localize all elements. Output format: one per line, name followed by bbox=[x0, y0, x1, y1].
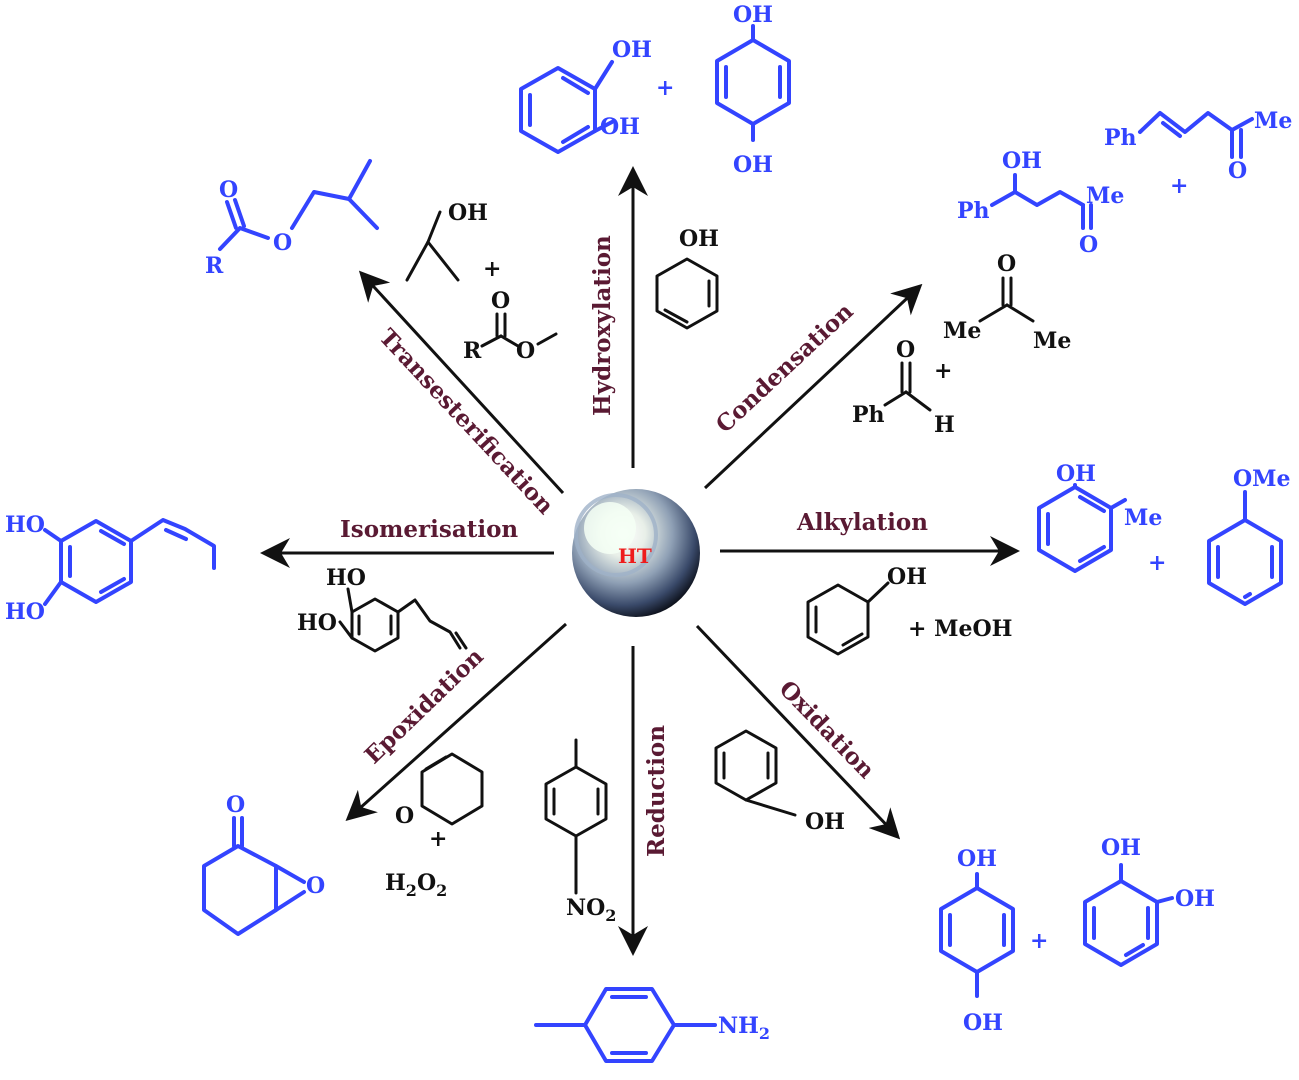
product-o-cresol: OH Me bbox=[1037, 461, 1162, 573]
label-hydroxylation: Hydroxylation bbox=[589, 235, 616, 416]
product-aldol-condensation: OH Ph Me O bbox=[957, 148, 1124, 258]
svg-text:O: O bbox=[896, 337, 915, 363]
svg-text:OH: OH bbox=[612, 37, 652, 63]
reactant-acetone: O Me Me bbox=[943, 251, 1071, 354]
reactant-cyclohexenone: O bbox=[395, 752, 484, 829]
svg-text:OH: OH bbox=[1101, 835, 1141, 861]
product-hydroquinone-top: OH OH bbox=[715, 2, 791, 178]
label-condensation: Condensation bbox=[711, 298, 859, 439]
product-anisole: OMe bbox=[1207, 466, 1291, 606]
svg-text:OH: OH bbox=[957, 846, 997, 872]
label-isomerisation: Isomerisation bbox=[340, 516, 518, 543]
arrow-condensation bbox=[703, 283, 923, 490]
svg-text:Me: Me bbox=[943, 318, 981, 344]
ht-label: HT bbox=[618, 544, 652, 568]
reaction-arrows bbox=[260, 166, 1020, 956]
reactant-p-nitrotoluene: NO2 bbox=[544, 738, 616, 925]
svg-text:Me: Me bbox=[1124, 505, 1162, 531]
reactant-phenol-hydroxylation: OH bbox=[655, 226, 719, 330]
svg-text:Ph: Ph bbox=[1104, 125, 1137, 151]
svg-text:OH: OH bbox=[1056, 461, 1096, 487]
svg-text:Me: Me bbox=[1033, 328, 1071, 354]
svg-text:OH: OH bbox=[887, 564, 927, 590]
ht-catalyst-sphere: HT bbox=[572, 489, 700, 617]
svg-text:HO: HO bbox=[297, 610, 337, 636]
label-reduction: Reduction bbox=[643, 725, 670, 857]
arrow-transesterification bbox=[358, 270, 565, 495]
svg-text:HO: HO bbox=[5, 599, 45, 625]
svg-text:O: O bbox=[1228, 158, 1247, 184]
svg-text:Ph: Ph bbox=[852, 402, 885, 428]
product-hydroquinone-oxidation: OH OH bbox=[939, 846, 1015, 1036]
svg-text:OH: OH bbox=[1002, 148, 1042, 174]
h2o2-label: H2O2 bbox=[385, 870, 447, 900]
svg-text:R: R bbox=[463, 338, 482, 364]
reactant-allyl-catechol: HO HO bbox=[297, 565, 468, 653]
plus-condensation: + bbox=[1170, 173, 1188, 199]
svg-text:HO: HO bbox=[326, 565, 366, 591]
svg-text:OH: OH bbox=[600, 114, 640, 140]
svg-text:OH: OH bbox=[963, 1010, 1003, 1036]
plus-oxidation: + bbox=[1030, 928, 1048, 954]
svg-text:O: O bbox=[226, 792, 245, 818]
label-oxidation: Oxidation bbox=[774, 675, 880, 784]
svg-text:OH: OH bbox=[679, 226, 719, 252]
svg-text:O: O bbox=[273, 230, 292, 256]
arrow-oxidation bbox=[695, 624, 901, 840]
arrow-epoxidation bbox=[345, 622, 567, 821]
label-alkylation: Alkylation bbox=[796, 509, 928, 536]
svg-text:OH: OH bbox=[1175, 886, 1215, 912]
svg-text:O: O bbox=[219, 177, 238, 203]
svg-text:O: O bbox=[516, 338, 535, 364]
plus-transesterification: + bbox=[483, 256, 501, 282]
svg-text:O: O bbox=[997, 251, 1016, 277]
svg-text:OMe: OMe bbox=[1233, 466, 1291, 492]
svg-text:HO: HO bbox=[5, 512, 45, 538]
svg-text:Me: Me bbox=[1086, 183, 1124, 209]
svg-text:OH: OH bbox=[733, 152, 773, 178]
svg-text:NH2: NH2 bbox=[718, 1013, 770, 1043]
reactant-phenol-alkylation: OH bbox=[806, 564, 927, 656]
svg-text:OH: OH bbox=[805, 809, 845, 835]
meoh-label: + MeOH bbox=[908, 616, 1012, 642]
svg-text:H: H bbox=[934, 412, 955, 438]
plus-alkylation: + bbox=[1148, 550, 1166, 576]
product-p-toluidine: NH2 bbox=[534, 987, 770, 1063]
svg-text:Me: Me bbox=[1254, 108, 1292, 134]
svg-text:R: R bbox=[205, 253, 224, 279]
reactant-methyl-ester: O R O bbox=[463, 288, 558, 364]
svg-text:OH: OH bbox=[448, 200, 488, 226]
product-enone-condensation: Ph Me O bbox=[1104, 108, 1292, 184]
plus-benzaldehyde: + bbox=[934, 358, 952, 384]
svg-text:O: O bbox=[306, 873, 325, 899]
reactant-benzaldehyde: O Ph H bbox=[852, 337, 955, 438]
svg-text:NO2: NO2 bbox=[566, 895, 616, 925]
product-isoeugenol-catechol: HO HO bbox=[5, 512, 216, 625]
svg-text:O: O bbox=[395, 803, 414, 829]
plus-top: + bbox=[656, 75, 674, 101]
reactant-isobutanol: OH bbox=[405, 200, 488, 282]
svg-text:Ph: Ph bbox=[957, 198, 990, 224]
svg-text:O: O bbox=[491, 288, 510, 314]
reactant-phenol-oxidation: OH bbox=[714, 729, 845, 835]
product-isobutyl-ester: O R O bbox=[205, 159, 379, 279]
product-catechol-oxidation: OH OH bbox=[1083, 835, 1215, 967]
plus-epoxidation: + bbox=[429, 826, 447, 852]
svg-text:OH: OH bbox=[733, 2, 773, 28]
product-epoxy-cyclohexanone: O O bbox=[202, 792, 325, 936]
product-catechol-top: OH OH bbox=[519, 37, 652, 154]
svg-text:O: O bbox=[1079, 232, 1098, 258]
